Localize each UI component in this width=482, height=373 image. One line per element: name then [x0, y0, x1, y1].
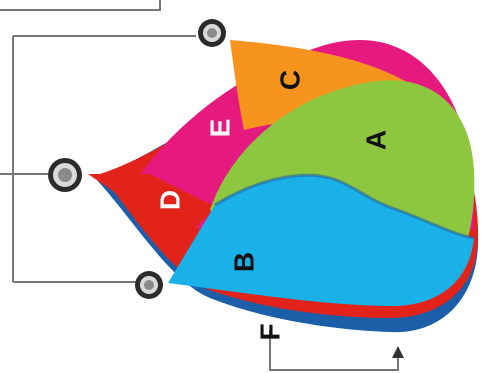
- label-e: E: [204, 119, 235, 138]
- label-b: B: [228, 252, 259, 272]
- node-circle-icon: [48, 158, 82, 192]
- node-circle-icon: [198, 19, 226, 47]
- label-a: A: [360, 130, 391, 150]
- node-circle-icon: [135, 271, 163, 299]
- label-d: D: [154, 190, 185, 210]
- arrow-up-icon: [392, 346, 404, 358]
- label-c: C: [274, 70, 305, 90]
- f-bracket-line: [270, 330, 398, 370]
- label-f: F: [254, 323, 285, 340]
- top-bracket-line: [0, 0, 160, 10]
